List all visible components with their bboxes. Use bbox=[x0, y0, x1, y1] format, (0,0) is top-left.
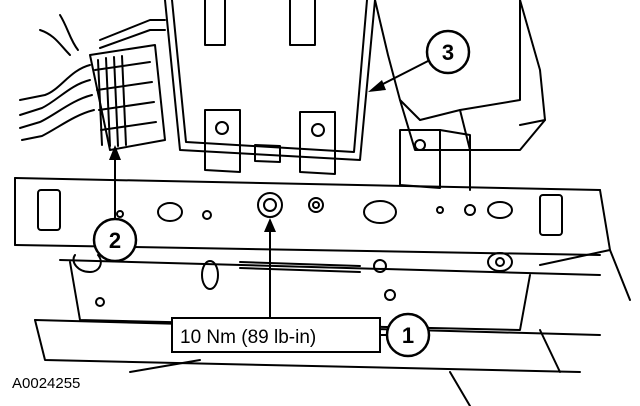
torque-spec-box bbox=[171, 317, 381, 353]
module-housing bbox=[164, 0, 376, 175]
figure-id: A0024255 bbox=[12, 375, 80, 392]
electrical-connector bbox=[19, 14, 166, 151]
side-bracket bbox=[399, 129, 471, 191]
callout-2: 2 bbox=[92, 145, 138, 263]
floor-panel bbox=[34, 249, 631, 406]
callout-2-label: 2 bbox=[109, 228, 121, 253]
bolt bbox=[257, 192, 283, 218]
callout-3-label: 3 bbox=[442, 40, 454, 65]
callout-1: 10 Nm (89 lb-in) 1 bbox=[171, 218, 431, 358]
callout-1-label: 1 bbox=[402, 323, 414, 348]
upper-bracket bbox=[374, 0, 546, 151]
callout-3: 3 bbox=[368, 29, 471, 92]
figure-id-leader bbox=[129, 359, 201, 373]
torque-spec-label: 10 Nm (89 lb-in) bbox=[180, 327, 316, 348]
